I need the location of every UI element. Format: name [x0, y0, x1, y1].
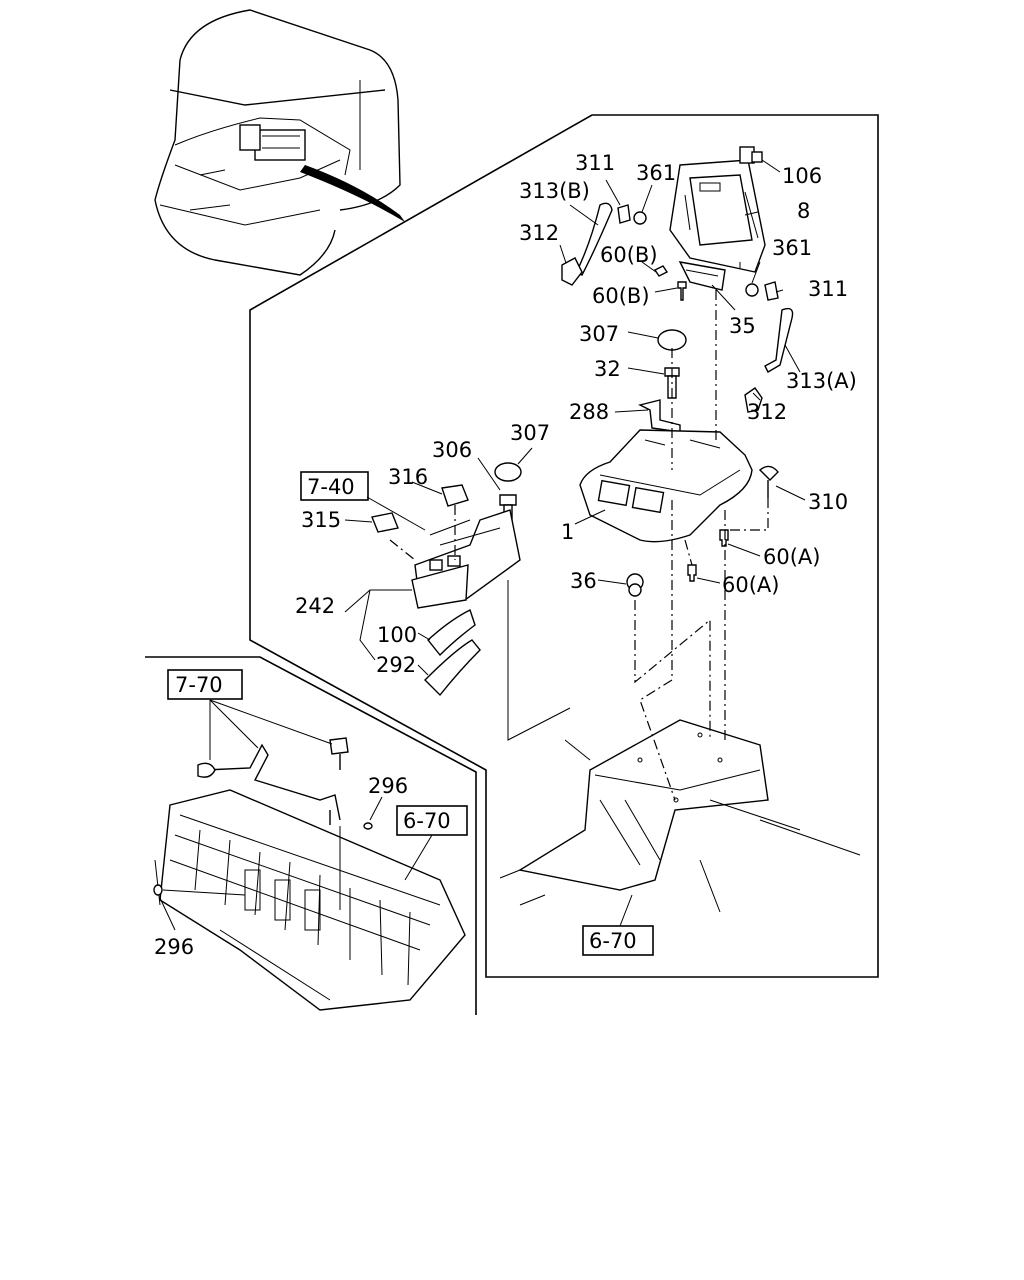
- label-296-top: 296: [368, 774, 408, 798]
- clip-part-312-right: [744, 387, 763, 413]
- label-307-mid: 307: [510, 421, 550, 445]
- bracket-part-35: [678, 261, 726, 291]
- part-labels: 311 361 106 313(B) 8 312 60(B) 361 311 6…: [154, 151, 857, 959]
- panel-bezel-part-8: [669, 159, 766, 273]
- switch-base-part-242: [411, 509, 521, 609]
- label-60a-1: 60(A): [763, 545, 820, 569]
- screw-part-60a-1: [719, 529, 729, 547]
- ref-box-6-70-left[interactable]: 6-70: [396, 805, 468, 836]
- clip-part-312-left: [561, 257, 583, 286]
- clip-part-311-top: [617, 204, 631, 224]
- label-311-right: 311: [808, 277, 848, 301]
- bracket-part-292: [424, 639, 481, 697]
- label-1: 1: [561, 520, 574, 544]
- ref-box-7-40[interactable]: 7-40: [300, 471, 369, 501]
- label-60a-2: 60(A): [722, 573, 779, 597]
- svg-text:7-70: 7-70: [175, 673, 223, 697]
- screw-part-60b-2: [677, 281, 687, 301]
- main-view-frame: [249, 114, 879, 978]
- label-313a: 313(A): [786, 369, 857, 393]
- label-100: 100: [377, 623, 417, 647]
- svg-text:7-40: 7-40: [307, 475, 355, 499]
- label-361-right: 361: [772, 236, 812, 260]
- svg-text:6-70: 6-70: [589, 929, 637, 953]
- clip-part-316: [441, 484, 469, 507]
- connector-part-106: [739, 146, 781, 173]
- leader-lines: [344, 179, 806, 676]
- leader-6-70-bottom: [619, 894, 633, 927]
- label-311-top: 311: [575, 151, 615, 175]
- label-60b-2: 60(B): [592, 284, 650, 308]
- strap-part-313a: [764, 307, 794, 373]
- label-316: 316: [388, 465, 428, 489]
- strap-part-313b: [575, 202, 613, 276]
- label-36: 36: [570, 569, 597, 593]
- label-310: 310: [808, 490, 848, 514]
- label-242: 242: [295, 594, 335, 618]
- cap-part-307-mid: [494, 462, 522, 482]
- cab-overview-illustration: [154, 9, 405, 276]
- label-292: 292: [376, 653, 416, 677]
- assembly-guide-lines: [389, 290, 769, 801]
- label-35: 35: [729, 314, 756, 338]
- label-313b: 313(B): [519, 179, 590, 203]
- label-312-right: 312: [747, 400, 787, 424]
- label-361-top: 361: [636, 161, 676, 185]
- lower-left-inset: [145, 656, 477, 1015]
- console-housing-part-1: [579, 429, 753, 543]
- pad-part-315: [371, 512, 399, 533]
- ref-box-6-70-bottom[interactable]: 6-70: [582, 925, 654, 956]
- bracket-part-100: [427, 609, 476, 657]
- screw-part-60b-1: [653, 265, 669, 277]
- label-60b-1: 60(B): [600, 243, 658, 267]
- label-288: 288: [569, 400, 609, 424]
- label-106: 106: [782, 164, 822, 188]
- cap-part-307-top: [657, 329, 687, 351]
- washer-part-361-top: [633, 211, 647, 225]
- clip-part-311-right: [764, 281, 779, 301]
- ref-box-7-70[interactable]: 7-70: [167, 669, 243, 700]
- screw-part-60a-2: [687, 564, 697, 582]
- label-315: 315: [301, 508, 341, 532]
- bracket-part-288: [637, 399, 681, 433]
- clip-part-310: [758, 465, 779, 498]
- label-312-top: 312: [519, 221, 559, 245]
- floor-base-illustration: [499, 719, 861, 913]
- label-307-top: 307: [579, 322, 619, 346]
- label-296-bottom: 296: [154, 935, 194, 959]
- label-306: 306: [432, 438, 472, 462]
- grommet-part-36: [626, 573, 644, 597]
- label-8: 8: [797, 199, 810, 223]
- label-32: 32: [594, 357, 621, 381]
- svg-text:6-70: 6-70: [403, 809, 451, 833]
- washer-part-361-right: [745, 283, 759, 297]
